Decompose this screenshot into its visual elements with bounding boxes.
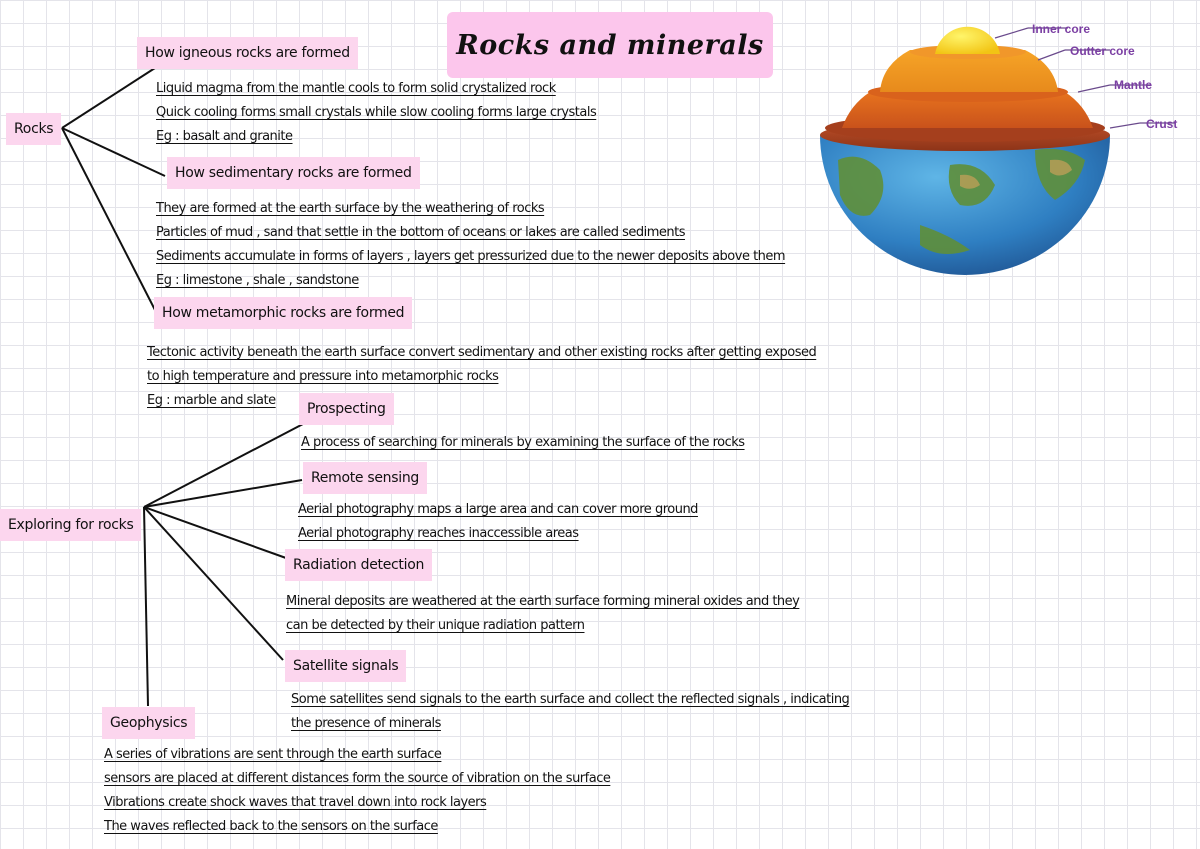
radiation-note-1: Mineral deposits are weathered at the ea… [286, 594, 800, 609]
outer-core-layer [880, 50, 1058, 92]
satellite-note-2: the presence of minerals [291, 716, 441, 731]
geophysics-note-3: Vibrations create shock waves that trave… [104, 795, 487, 810]
earth-layers-illustration [820, 26, 1175, 275]
geophysics-note-4: The waves reflected back to the sensors … [104, 819, 438, 834]
crust-label: Crust [1146, 117, 1178, 131]
prospecting-heading: Prospecting [299, 393, 394, 425]
rocks-to-igneous-line [61, 67, 156, 129]
remote-sensing-note-1: Aerial photography maps a large area and… [298, 502, 698, 517]
sedimentary-note-4: Eg : limestone , shale , sandstone [156, 273, 359, 288]
igneous-note-2: Quick cooling forms small crystals while… [156, 105, 597, 120]
inner-core-label: Inner core [1032, 22, 1091, 36]
geophysics-note-2: sensors are placed at different distance… [104, 771, 611, 786]
igneous-note-3: Eg : basalt and granite [156, 129, 293, 144]
sedimentary-note-2: Particles of mud , sand that settle in t… [156, 225, 686, 240]
exploring-to-satellite-line [143, 506, 284, 661]
radiation-heading: Radiation detection [285, 549, 433, 581]
exploring-to-radiation-line [143, 506, 287, 559]
exploring-root-label: Exploring for rocks [0, 509, 142, 541]
metamorphic-note-2: to high temperature and pressure into me… [147, 369, 499, 384]
rocks-root-label: Rocks [6, 113, 62, 145]
geophysics-heading: Geophysics [102, 707, 196, 739]
sedimentary-note-3: Sediments accumulate in forms of layers … [156, 249, 786, 264]
rocks-to-sedimentary-line [61, 127, 166, 177]
sedimentary-note-1: They are formed at the earth surface by … [156, 201, 545, 216]
sedimentary-heading: How sedimentary rocks are formed [167, 157, 420, 189]
radiation-note-2: can be detected by their unique radiatio… [286, 618, 585, 633]
geophysics-note-1: A series of vibrations are sent through … [104, 747, 442, 762]
satellite-heading: Satellite signals [285, 650, 407, 682]
mantle-label: Mantle [1114, 78, 1153, 92]
igneous-note-1: Liquid magma from the mantle cools to fo… [156, 81, 556, 96]
exploring-to-geophysics-line [143, 506, 149, 707]
page-title: Rocks and minerals [447, 12, 773, 78]
prospecting-note-1: A process of searching for minerals by e… [301, 435, 745, 450]
inner-core-layer [935, 26, 1000, 54]
metamorphic-note-1: Tectonic activity beneath the earth surf… [147, 345, 817, 360]
remote-sensing-note-2: Aerial photography reaches inaccessible … [298, 526, 579, 541]
igneous-heading: How igneous rocks are formed [137, 37, 358, 69]
satellite-note-1: Some satellites send signals to the eart… [291, 692, 850, 707]
exploring-to-remote-line [143, 479, 303, 508]
metamorphic-note-3: Eg : marble and slate [147, 393, 276, 408]
mantle-layer [842, 92, 1093, 128]
metamorphic-heading: How metamorphic rocks are formed [154, 297, 413, 329]
remote-sensing-heading: Remote sensing [303, 462, 427, 494]
exploring-to-prospecting-line [143, 423, 304, 508]
rocks-to-metamorphic-line [61, 127, 156, 311]
outer-core-label: Outter core [1070, 44, 1135, 58]
